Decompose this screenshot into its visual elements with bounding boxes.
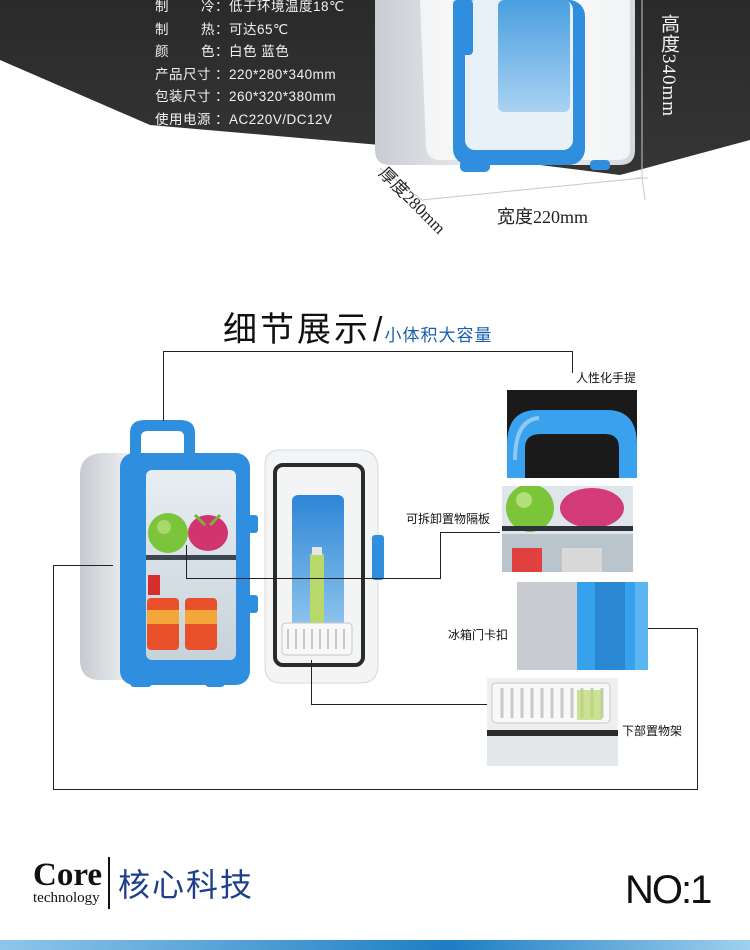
spec-value: ：可达65℃ [215, 21, 289, 37]
callout-label-bottom-rack: 下部置物架 [622, 724, 683, 738]
spec-value: ：AC220V/DC12V [215, 111, 333, 127]
spec-banner: 制冷 ：低于环境温度18℃ 制热 ：可达65℃ 颜色 ：白色 蓝色 产品尺寸 ：… [0, 0, 750, 250]
brand-chinese-text: 核心科技 [118, 867, 255, 903]
callout-line-shelf [186, 578, 440, 579]
bottom-blue-strip [0, 940, 750, 950]
callout-line-latch [632, 628, 698, 629]
callout-line-latch [53, 789, 698, 790]
fridge-front-image [375, 0, 635, 172]
spec-value: ：220*280*340mm [215, 66, 337, 82]
spec-row-cooling: 制冷 ：低于环境温度18℃ [155, 0, 345, 17]
callout-line-rack [311, 660, 312, 705]
callout-line-shelf [440, 532, 441, 579]
page-number: NO:1 [625, 868, 712, 912]
callout-label-handle: 人性化手提 [576, 371, 637, 385]
callout-label-door-latch: 冰箱门卡扣 [448, 628, 509, 642]
detail-heading: 细节展示 / 小体积大容量 [223, 302, 492, 351]
callout-line-latch [53, 565, 54, 790]
spec-list: 制冷 ：低于环境温度18℃ 制热 ：可达65℃ 颜色 ：白色 蓝色 产品尺寸 ：… [155, 0, 345, 129]
callout-line-shelf [186, 545, 187, 578]
photo-bottom-rack-closeup [487, 678, 618, 766]
callout-line-handle [163, 351, 573, 352]
callout-line-handle [572, 351, 573, 373]
spec-label: 使用电源 [155, 111, 211, 127]
callout-line-handle [163, 351, 164, 421]
photo-door-latch-closeup [517, 582, 648, 670]
spec-value: ：260*320*380mm [215, 89, 337, 105]
brand-logo: Core technology 核心科技 [33, 857, 254, 909]
dimension-height-label: 高度340mm [658, 14, 679, 118]
callout-line-latch [697, 628, 698, 790]
spec-row-package-size: 包装尺寸 ：260*320*380mm [155, 84, 345, 107]
spec-value: ：白色 蓝色 [215, 44, 290, 60]
callout-label-shelf: 可拆卸置物隔板 [406, 512, 491, 526]
brand-english: Core technology [33, 857, 103, 907]
spec-label: 颜色 [155, 44, 215, 60]
spec-value: ：低于环境温度18℃ [215, 0, 345, 15]
spec-row-heating: 制热 ：可达65℃ [155, 17, 345, 40]
brand-divider [108, 857, 111, 909]
spec-row-color: 颜色 ：白色 蓝色 [155, 39, 345, 62]
spec-label: 制冷 [155, 0, 215, 15]
dimension-width-label: 宽度220mm [497, 207, 589, 227]
brand-core-text: Core [33, 857, 103, 893]
callout-line-latch [53, 565, 113, 566]
callout-line-shelf [440, 532, 500, 533]
spec-label: 产品尺寸 [155, 66, 211, 82]
spec-row-power: 使用电源 ：AC220V/DC12V [155, 107, 345, 130]
detail-title: 细节展示 [223, 311, 371, 349]
detail-slash: / [373, 311, 383, 349]
photo-shelf-closeup [502, 486, 633, 572]
brand-technology-text: technology [33, 890, 100, 906]
dimension-lines [379, 0, 648, 201]
spec-label: 包装尺寸 [155, 89, 211, 105]
callout-line-rack [311, 704, 506, 705]
fridge-open-image [80, 420, 384, 687]
spec-row-product-size: 产品尺寸 ：220*280*340mm [155, 62, 345, 85]
spec-label: 制热 [155, 21, 215, 37]
detail-subtitle: 小体积大容量 [384, 326, 493, 345]
photo-handle-closeup [507, 390, 637, 478]
